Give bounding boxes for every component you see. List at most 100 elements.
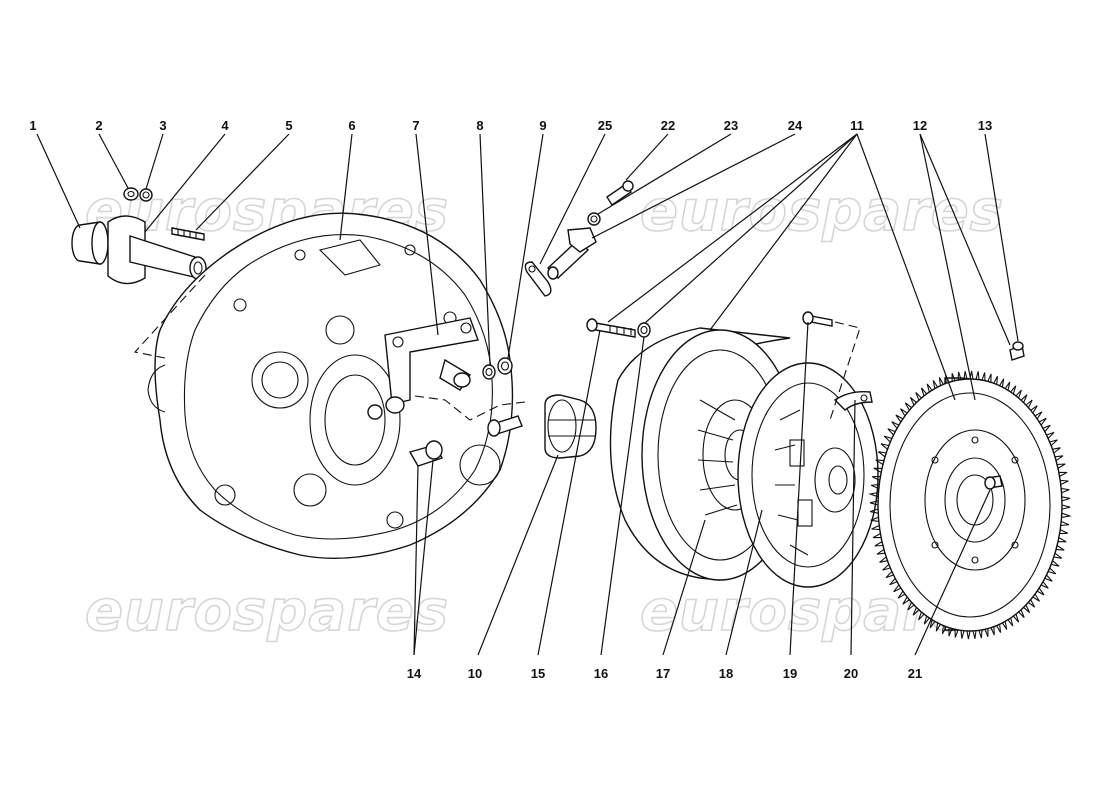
part-8-washer (482, 364, 496, 380)
ring-gear-tooth (1054, 455, 1064, 462)
callout-25: 25 (598, 118, 612, 133)
ring-gear-tooth (929, 619, 936, 629)
callout-12: 12 (913, 118, 927, 133)
ring-gear-tooth (904, 402, 912, 411)
callout-4: 4 (221, 118, 229, 133)
ring-gear-tooth (981, 372, 986, 381)
ring-gear-tooth (1050, 560, 1060, 567)
part-10-release-bearing (544, 394, 597, 459)
leader-lines (36, 133, 1019, 656)
ring-gear-tooth (1058, 471, 1068, 477)
part-20-clip (833, 390, 873, 411)
callout-6: 6 (348, 118, 355, 133)
ring-gear-tooth (877, 451, 887, 458)
ring-gear-tooth (912, 607, 920, 616)
ring-gear-tooth (978, 629, 983, 639)
ring-gear-tooth (1061, 488, 1070, 494)
ring-gear-tooth (966, 630, 971, 640)
part-3-washer (139, 188, 153, 202)
ring-gear-tooth (1036, 587, 1045, 596)
ring-gear-tooth (1007, 617, 1014, 627)
part-22-bolt (606, 180, 634, 206)
ring-gear-tooth (1056, 545, 1065, 551)
ring-gear-tooth (1023, 604, 1031, 614)
ring-gear-tooth (883, 435, 893, 443)
callout-22: 22 (661, 118, 675, 133)
callout-1: 1 (29, 118, 36, 133)
ring-gear-tooth (882, 563, 891, 571)
part-5-stud (171, 227, 205, 241)
ring-gear-tooth (923, 615, 930, 625)
ring-gear-tooth (1060, 520, 1070, 527)
ring-gear-tooth (895, 414, 904, 423)
ring-gear-tooth (960, 630, 965, 639)
part-25-gasket (524, 261, 552, 297)
callout-18: 18 (719, 666, 733, 681)
ring-gear-tooth (875, 459, 884, 465)
callout-labels: 1 2 3 4 5 6 7 8 9 25 22 23 24 11 12 13 1… (29, 118, 992, 681)
ring-gear-tooth (1061, 496, 1071, 502)
ring-gear-tooth (1057, 463, 1066, 469)
callout-21: 21 (908, 666, 922, 681)
ring-gear-tooth (1025, 399, 1033, 408)
ring-gear-tooth (957, 371, 962, 381)
ring-gear-tooth (984, 628, 989, 637)
callout-17: 17 (656, 666, 670, 681)
ring-gear-tooth (897, 590, 906, 599)
callout-14: 14 (407, 666, 422, 681)
ring-gear-tooth (918, 611, 925, 621)
callout-24: 24 (788, 118, 803, 133)
ring-gear-tooth (935, 622, 941, 632)
part-14-studs (367, 404, 523, 467)
ring-gear-tooth (1049, 439, 1058, 447)
part-7-release-bracket (384, 317, 479, 414)
ring-gear-tooth (990, 626, 995, 636)
callout-23: 23 (724, 118, 738, 133)
ring-gear-tooth (1012, 613, 1020, 623)
callout-8: 8 (476, 118, 483, 133)
ring-gear-tooth (1004, 381, 1011, 391)
ring-gear-tooth (1010, 385, 1017, 395)
ring-gear-tooth (1015, 389, 1022, 399)
ring-gear-tooth (1032, 593, 1040, 602)
ring-gear-tooth (932, 380, 939, 389)
callout-9: 9 (539, 118, 546, 133)
ring-gear-tooth (1018, 609, 1025, 618)
ring-gear-tooth (1061, 504, 1071, 510)
ring-gear-tooth (987, 373, 992, 383)
part-16-washer (637, 322, 651, 338)
ring-gear-teeth (868, 370, 1072, 640)
ring-gear-tooth (951, 373, 956, 382)
callout-19: 19 (783, 666, 797, 681)
ring-gear-tooth (874, 541, 883, 547)
ring-gear-tooth (1040, 581, 1049, 589)
ring-gear-tooth (880, 443, 890, 450)
ring-gear-tooth (954, 629, 959, 638)
ring-gear-tooth (869, 500, 879, 506)
ring-gear-tooth (1060, 479, 1069, 485)
ring-gear-tooth (1044, 574, 1053, 582)
ring-gear-tooth (871, 525, 880, 531)
ring-gear-tooth (999, 378, 1005, 388)
alignment-lines (133, 274, 861, 421)
ring-gear-tooth (1061, 512, 1072, 518)
ring-gear-tooth (1059, 529, 1068, 535)
ring-gear-tooth (879, 556, 888, 563)
callout-11: 11 (850, 118, 864, 133)
part-9-nut (497, 357, 513, 375)
ring-gear-tooth (1046, 431, 1055, 439)
ring-gear-tooth (996, 624, 1002, 633)
ring-gear-tooth (870, 516, 879, 522)
callout-20: 20 (844, 666, 858, 681)
ring-gear-tooth (948, 627, 953, 637)
ring-gear-tooth (1053, 552, 1063, 559)
ring-gear-tooth (1047, 567, 1057, 575)
ring-gear-tooth (873, 467, 883, 473)
ring-gear-tooth (1042, 424, 1051, 432)
ring-gear-tooth (920, 387, 928, 397)
ring-gear-tooth (889, 578, 898, 586)
callout-3: 3 (159, 118, 166, 133)
part-24-sensor (546, 227, 597, 280)
ring-gear-tooth (900, 408, 908, 417)
